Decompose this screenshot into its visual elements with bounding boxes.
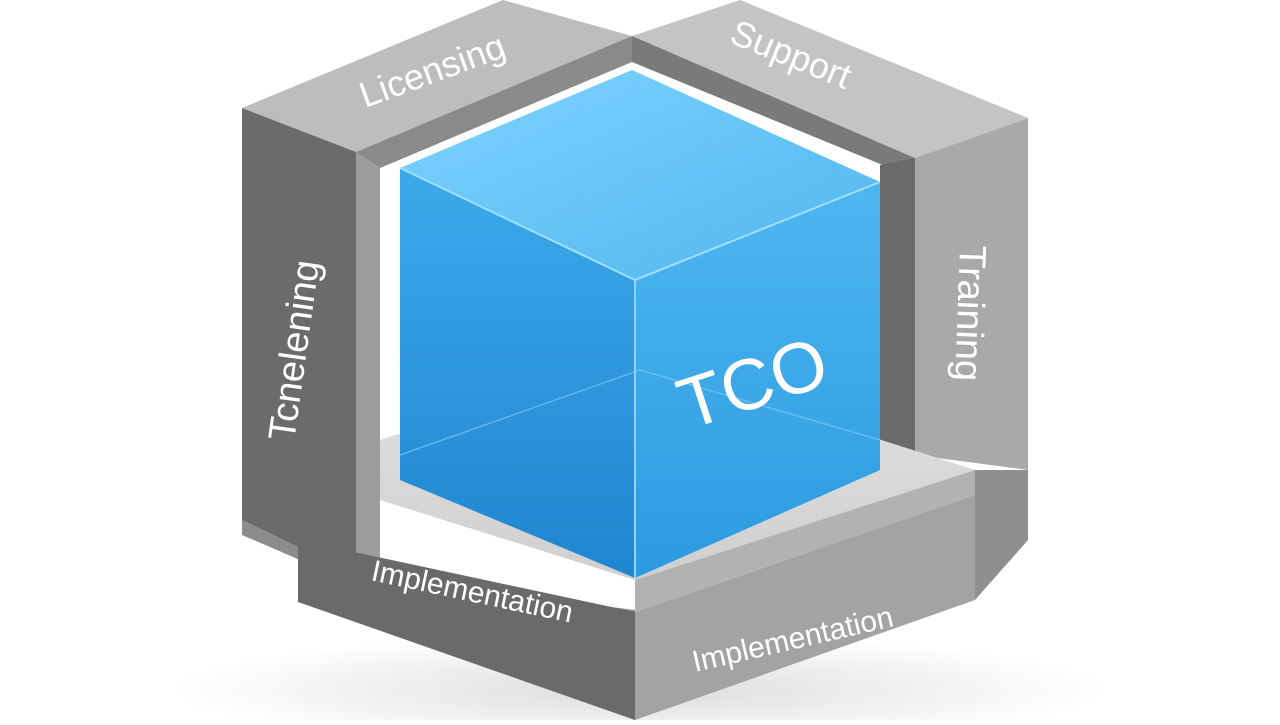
- frame-bottom-right-front: [635, 495, 975, 720]
- tco-cube-reflection: [399, 369, 881, 456]
- frame-top-right-face: [632, 0, 1028, 158]
- frame-right-pillar-front: [915, 118, 1028, 470]
- tco-cube-left: [400, 168, 635, 578]
- tco-cube-right: [635, 182, 880, 578]
- frame-inner-back-right: [632, 36, 915, 170]
- frame-bottom-right-side: [975, 470, 1028, 600]
- label-training: Training: [946, 245, 993, 382]
- frame-bottom-right-top: [635, 470, 975, 612]
- frame-right-pillar-inner: [880, 158, 915, 465]
- frame-left-pillar-front: [242, 108, 356, 575]
- frame-bottom-left-front: [298, 540, 635, 720]
- frame-inner-back-left: [356, 36, 632, 168]
- frame-left-pillar-inner: [356, 152, 380, 575]
- tco-cube-top: [400, 70, 880, 280]
- frame-top-left-face: [242, 0, 632, 152]
